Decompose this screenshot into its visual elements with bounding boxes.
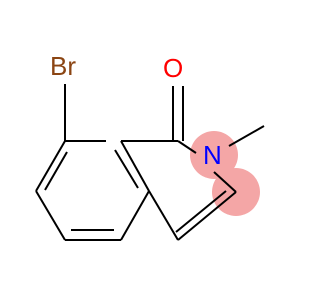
- bond-n2-methyl: [228, 125, 265, 147]
- nitrogen-highlight: [190, 131, 238, 179]
- oxygen-label: O: [163, 53, 183, 83]
- bond-c8-c7: [35, 140, 66, 192]
- bond-c4a-c8a: [120, 140, 150, 192]
- bonds: [35, 84, 265, 241]
- bromine-label: Br: [50, 51, 76, 81]
- bond-c4-c4a: [148, 190, 179, 241]
- bond-c3-c4-inner: [175, 190, 227, 233]
- molecule-diagram: Br O N: [35, 51, 265, 241]
- bond-c4a-c8a-inner: [114, 149, 139, 189]
- bond-c5-c4a: [120, 190, 150, 241]
- bond-c1-n2: [177, 140, 197, 154]
- nitrogen-label: N: [203, 140, 222, 170]
- bond-c7-c6: [35, 190, 66, 241]
- bond-c8-c7-inner: [44, 151, 68, 191]
- bond-n2-c3: [213, 171, 237, 193]
- bond-c3-c4: [177, 191, 237, 241]
